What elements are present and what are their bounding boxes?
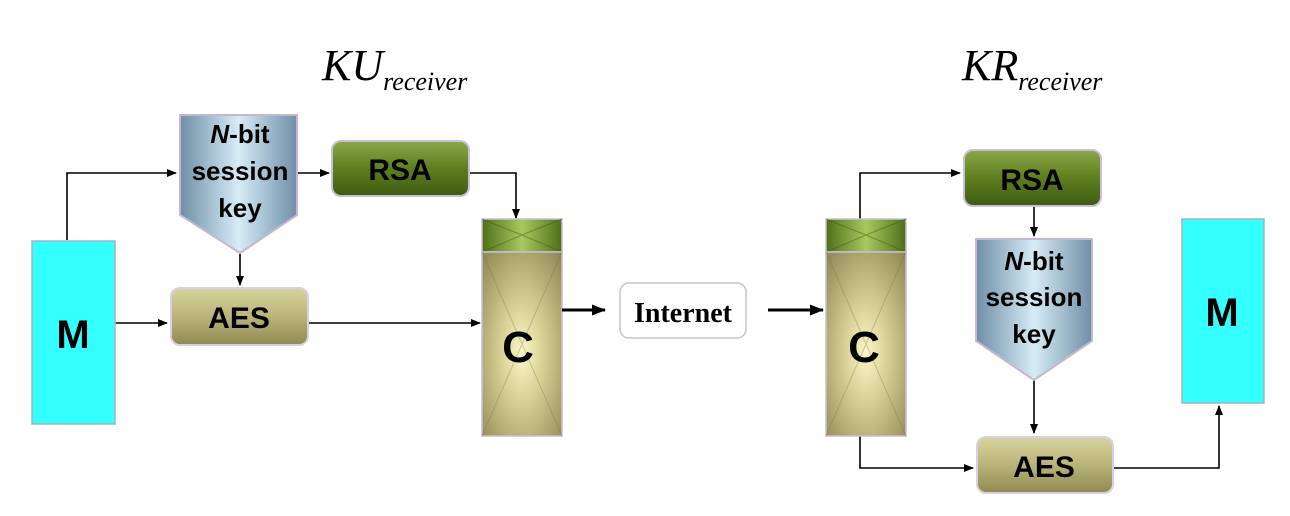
- internet-box: Internet: [619, 282, 747, 339]
- arrow-rsa-to-container: [470, 172, 520, 219]
- sender-container: C: [481, 218, 563, 437]
- receiver-session-key-line1: N-bit: [1004, 246, 1064, 276]
- sender-key-label: KUreceiver: [321, 41, 468, 96]
- arrow-aes-to-message: [1113, 405, 1223, 469]
- sender-rsa-label: RSA: [368, 154, 431, 187]
- receiver-aes-label: AES: [1013, 451, 1075, 484]
- receiver-aes-block: AES: [976, 436, 1114, 494]
- receiver-key-label: KRreceiver: [961, 41, 1103, 96]
- sender-session-key-block: N-bit session key: [179, 114, 298, 255]
- receiver-message-label: M: [1205, 291, 1238, 335]
- receiver-connectors: [859, 169, 1223, 472]
- sender-session-key-line2: session: [192, 156, 289, 186]
- internet-label: Internet: [634, 298, 733, 329]
- sender-aes-block: AES: [170, 287, 309, 346]
- receiver-rsa-block: RSA: [963, 149, 1102, 207]
- arrow-container-to-aes: [859, 436, 974, 472]
- receiver-session-key-block: N-bit session key: [975, 238, 1093, 382]
- sender-rsa-block: RSA: [331, 140, 470, 197]
- sender-message-box: M: [31, 240, 116, 425]
- sender-session-key-line3: key: [218, 193, 262, 223]
- arrow-container-to-rsa: [859, 169, 961, 219]
- sender-container-label: C: [502, 323, 534, 372]
- receiver-container: C: [825, 218, 907, 437]
- sender-session-key-line1: N-bit: [210, 119, 270, 149]
- receiver-container-label: C: [848, 323, 880, 372]
- receiver-message-box: M: [1181, 218, 1265, 404]
- sender-connectors: [66, 169, 520, 327]
- receiver-rsa-label: RSA: [1000, 164, 1063, 197]
- receiver-session-key-line3: key: [1012, 319, 1056, 349]
- arrow-message-to-session-key: [66, 169, 177, 240]
- sender-aes-label: AES: [208, 302, 270, 335]
- sender-message-label: M: [56, 313, 89, 357]
- receiver-session-key-line2: session: [986, 282, 1083, 312]
